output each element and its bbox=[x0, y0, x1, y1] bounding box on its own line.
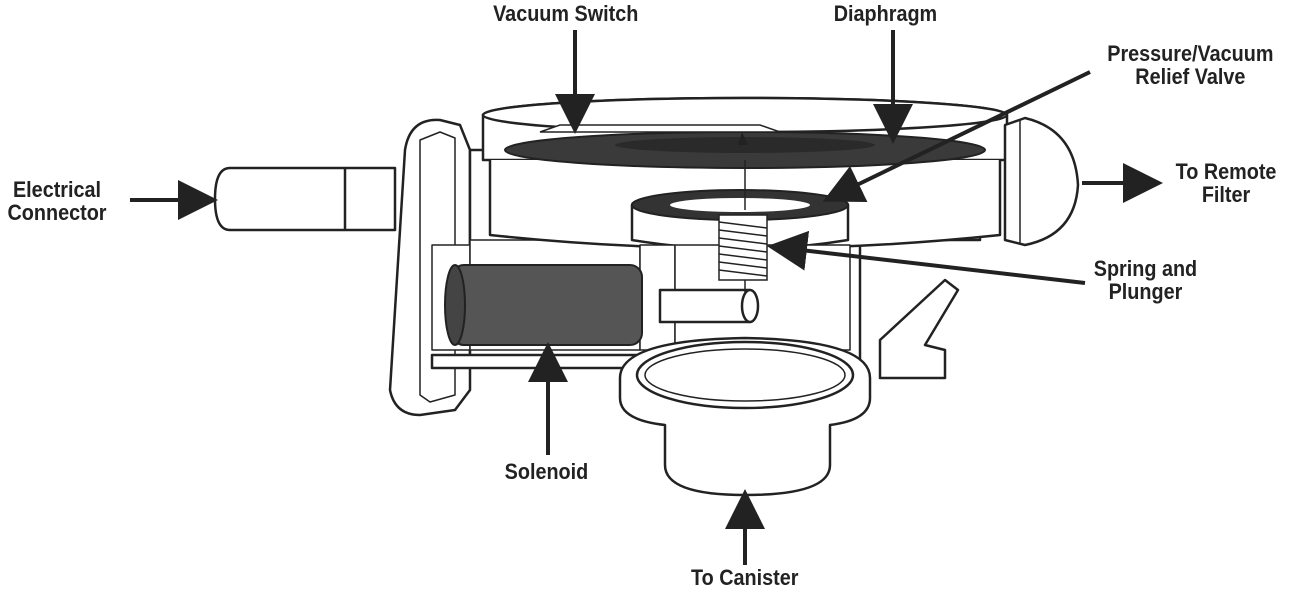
arrow-relief-valve bbox=[822, 70, 1091, 203]
arrow-spring bbox=[767, 230, 1086, 285]
solenoid-coil bbox=[444, 264, 643, 346]
bottom-rail bbox=[430, 353, 642, 370]
remote-filter-nozzle bbox=[1003, 116, 1080, 247]
label-canister: To Canister bbox=[690, 565, 799, 590]
label-remote-filter: To Remote Filter bbox=[1175, 159, 1277, 207]
label-vacuum-switch: Vacuum Switch bbox=[493, 1, 639, 26]
diaphragm-disc bbox=[504, 124, 986, 169]
label-solenoid: Solenoid bbox=[504, 459, 589, 484]
relief-valve-ring bbox=[631, 189, 849, 221]
electrical-connector-plug bbox=[213, 166, 397, 232]
label-relief-valve: Pressure/Vacuum Relief Valve bbox=[1107, 41, 1274, 89]
leader-arrows bbox=[130, 30, 1163, 565]
side-latch bbox=[878, 278, 960, 380]
label-electrical-connector: Electrical Connector bbox=[7, 177, 107, 225]
spring bbox=[718, 160, 768, 292]
label-diaphragm: Diaphragm bbox=[833, 1, 938, 26]
plunger-rod bbox=[658, 288, 752, 324]
label-spring-plunger: Spring and Plunger bbox=[1093, 256, 1198, 304]
